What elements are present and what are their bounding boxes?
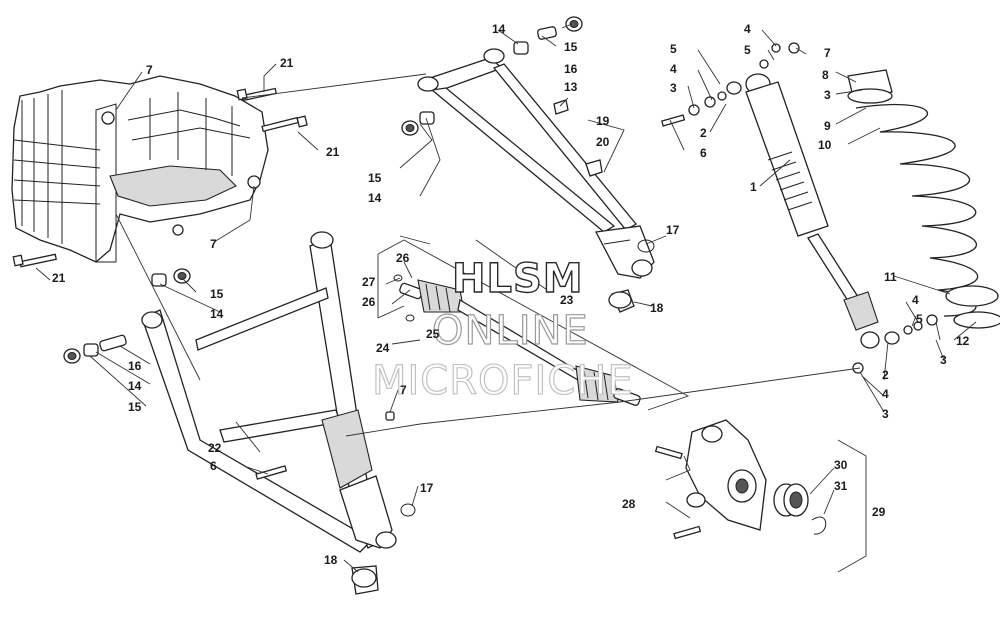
- callout-14-lower: 14: [210, 307, 224, 321]
- watermark: HLSM ONLINE MICROFICHE: [371, 255, 634, 404]
- callout-4-top: 4: [744, 22, 751, 36]
- callout-7-shock: 7: [824, 46, 831, 60]
- callout-11: 11: [884, 270, 897, 284]
- callout-16-lower: 16: [128, 359, 142, 373]
- leader-lines: [35, 23, 977, 573]
- callout-7-top: 7: [146, 63, 153, 77]
- callout-8: 8: [822, 68, 829, 82]
- callout-14-upper-arm: 14: [368, 191, 382, 205]
- shock-hardware: [661, 42, 938, 374]
- callout-19: 19: [596, 114, 610, 128]
- callout-5-right: 5: [916, 312, 923, 326]
- callout-3-bottom: 3: [882, 407, 889, 421]
- callout-28: 28: [622, 497, 636, 511]
- callout-15-lower: 15: [210, 287, 224, 301]
- frame-bolts: [12, 87, 308, 268]
- callout-15-upper-arm: 15: [368, 171, 382, 185]
- callout-31: 31: [834, 479, 848, 493]
- callout-6-lower: 6: [210, 459, 217, 473]
- callout-24: 24: [376, 341, 390, 355]
- wheel-bearing: [773, 483, 827, 535]
- steering-knuckle: [654, 419, 767, 540]
- coil-spring: [855, 103, 1000, 329]
- callout-3-top: 3: [824, 88, 831, 102]
- shock-absorber: [745, 69, 893, 349]
- callout-27: 27: [362, 275, 376, 289]
- callout-labels: 14 15 16 21 7 21 7 21 13 19 20 15 14 17 …: [52, 22, 970, 567]
- callout-2-top: 2: [700, 126, 707, 140]
- callout-5-top: 5: [744, 43, 751, 57]
- callout-12: 12: [956, 334, 970, 348]
- callout-4-left: 4: [670, 62, 677, 76]
- callout-14-upper-left: 14: [492, 22, 506, 36]
- callout-21-top: 21: [280, 56, 294, 70]
- callout-3-right: 3: [940, 353, 947, 367]
- callout-4-right: 4: [912, 293, 919, 307]
- callout-20: 20: [596, 135, 610, 149]
- lower-a-arm: [141, 231, 397, 553]
- callout-6-right: 6: [700, 146, 707, 160]
- callout-26-top: 26: [396, 251, 410, 265]
- axle-group-bracket: [377, 239, 690, 411]
- callout-16-upper: 16: [564, 62, 578, 76]
- drive-axle: [393, 274, 641, 406]
- watermark-line-2: ONLINE: [432, 308, 589, 354]
- callout-14-lower-left: 14: [128, 379, 142, 393]
- watermark-line-1: HLSM: [452, 256, 584, 302]
- callout-17-upper: 17: [666, 223, 680, 237]
- ball-joints: [351, 239, 655, 595]
- callout-4-bottom: 4: [882, 387, 889, 401]
- bolt-21-left: [12, 253, 58, 268]
- callout-18-upper: 18: [650, 301, 664, 315]
- callout-13: 13: [564, 80, 578, 94]
- callout-7-frame: 7: [210, 237, 217, 251]
- callout-9: 9: [824, 119, 831, 133]
- callout-2-bottom: 2: [882, 368, 889, 382]
- watermark-line-3: MICROFICHE: [372, 358, 634, 404]
- callout-7-lower: 7: [400, 383, 407, 397]
- callout-15-lower-left: 15: [128, 400, 142, 414]
- callout-15-upper-right: 15: [564, 40, 578, 54]
- lower-arm-bushings: [63, 268, 395, 480]
- frame-assembly: [11, 75, 269, 263]
- callout-17-lower: 17: [420, 481, 434, 495]
- callout-21-left: 21: [52, 271, 66, 285]
- callout-3-left: 3: [670, 81, 677, 95]
- callout-26-mid: 26: [362, 295, 376, 309]
- callout-21-right: 21: [326, 145, 340, 159]
- bolt-21-right: [261, 115, 308, 133]
- callout-23: 23: [560, 293, 574, 307]
- callout-18-lower: 18: [324, 553, 338, 567]
- callout-30: 30: [834, 458, 848, 472]
- callout-5-left: 5: [670, 42, 677, 56]
- callout-1: 1: [750, 180, 757, 194]
- upper-a-arm: [417, 48, 655, 279]
- callout-10: 10: [818, 138, 832, 152]
- callout-29: 29: [872, 505, 886, 519]
- callout-22: 22: [208, 441, 222, 455]
- callout-25: 25: [426, 327, 440, 341]
- reference-lines: [115, 73, 861, 437]
